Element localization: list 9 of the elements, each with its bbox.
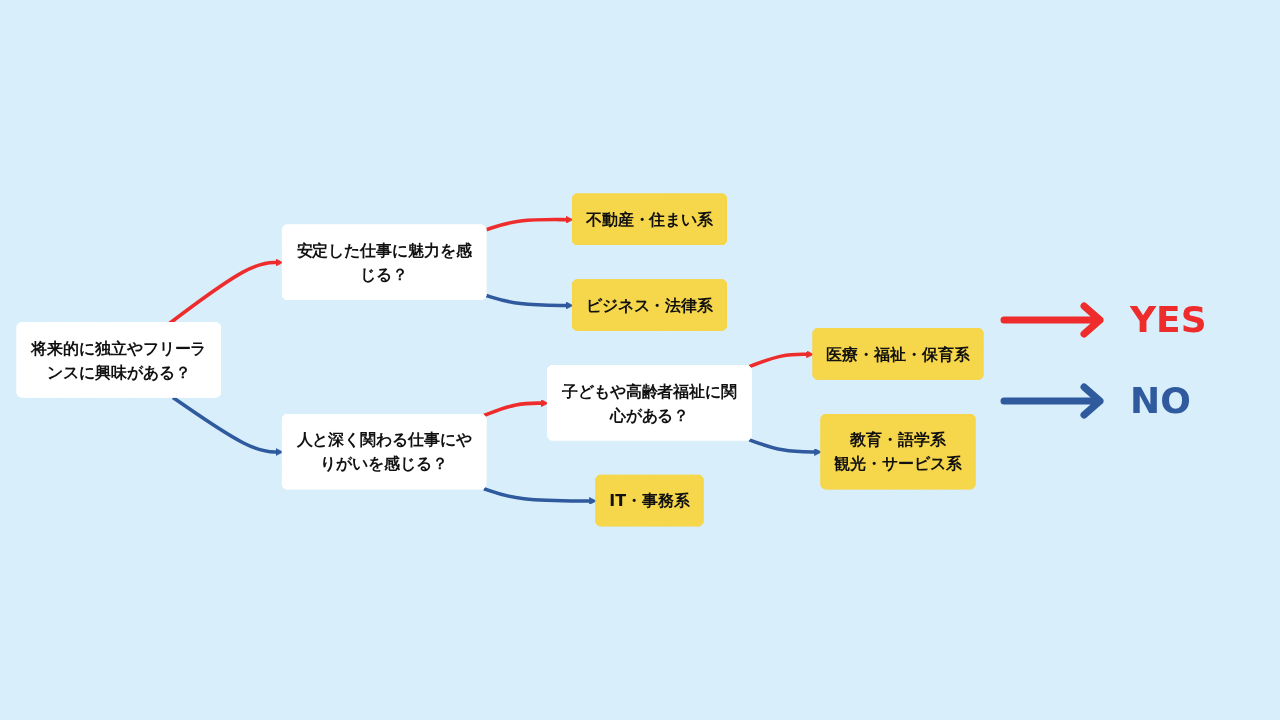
arrow (483, 487, 597, 505)
arrow (748, 350, 814, 369)
arrow (485, 293, 574, 310)
arrow (748, 438, 822, 456)
arrow (485, 215, 574, 232)
arrow (171, 396, 284, 456)
arrow (483, 399, 549, 418)
legend-label: YES (1130, 299, 1207, 340)
legend-label: NO (1130, 380, 1191, 421)
